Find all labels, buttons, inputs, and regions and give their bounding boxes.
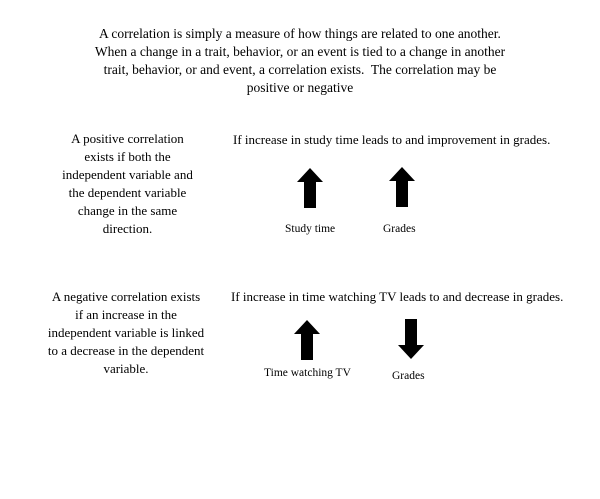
intro-line-2: When a change in a trait, behavior, or a…: [94, 44, 506, 59]
positive-correlation-description: A positive correlation exists if both th…: [35, 130, 220, 238]
study-time-example-heading: If increase in study time leads to and i…: [233, 132, 551, 147]
arrow-up-icon: [297, 168, 323, 208]
arrow-up-icon: [389, 167, 415, 207]
positive-desc-line-5: change in the same: [77, 203, 178, 218]
positive-desc-line-1: A positive correlation: [71, 131, 184, 146]
positive-desc-line-3: independent variable and: [62, 167, 193, 182]
arrow-label-study-time: Study time: [285, 223, 336, 235]
negative-desc-line-1: A negative correlation exists: [51, 289, 201, 304]
arrow-down-icon: [398, 319, 424, 359]
negative-desc-line-2: if an increase in the: [75, 307, 177, 322]
intro-paragraph: A correlation is simply a measure of how…: [60, 25, 540, 97]
tv-time-example-heading: If increase in time watching TV leads to…: [231, 289, 564, 304]
negative-desc-line-4: to a decrease in the dependent: [47, 343, 205, 358]
positive-desc-line-4: the dependent variable: [68, 185, 187, 200]
intro-line-1: A correlation is simply a measure of how…: [99, 26, 501, 41]
intro-line-3: trait, behavior, or and event, a correla…: [103, 62, 497, 77]
positive-desc-line-2: exists if both the: [84, 149, 171, 164]
negative-desc-line-3: independent variable is linked: [47, 325, 205, 340]
arrow-up-icon: [294, 320, 320, 360]
arrow-label-time-watching-tv: Time watching TV: [264, 367, 351, 379]
negative-desc-line-5: variable.: [103, 361, 149, 376]
positive-desc-line-6: direction.: [102, 221, 153, 236]
negative-correlation-description: A negative correlation exists if an incr…: [22, 288, 230, 378]
arrow-label-grades-down: Grades: [392, 370, 425, 382]
arrow-label-grades-up: Grades: [383, 223, 416, 235]
intro-line-4: positive or negative: [246, 80, 354, 95]
